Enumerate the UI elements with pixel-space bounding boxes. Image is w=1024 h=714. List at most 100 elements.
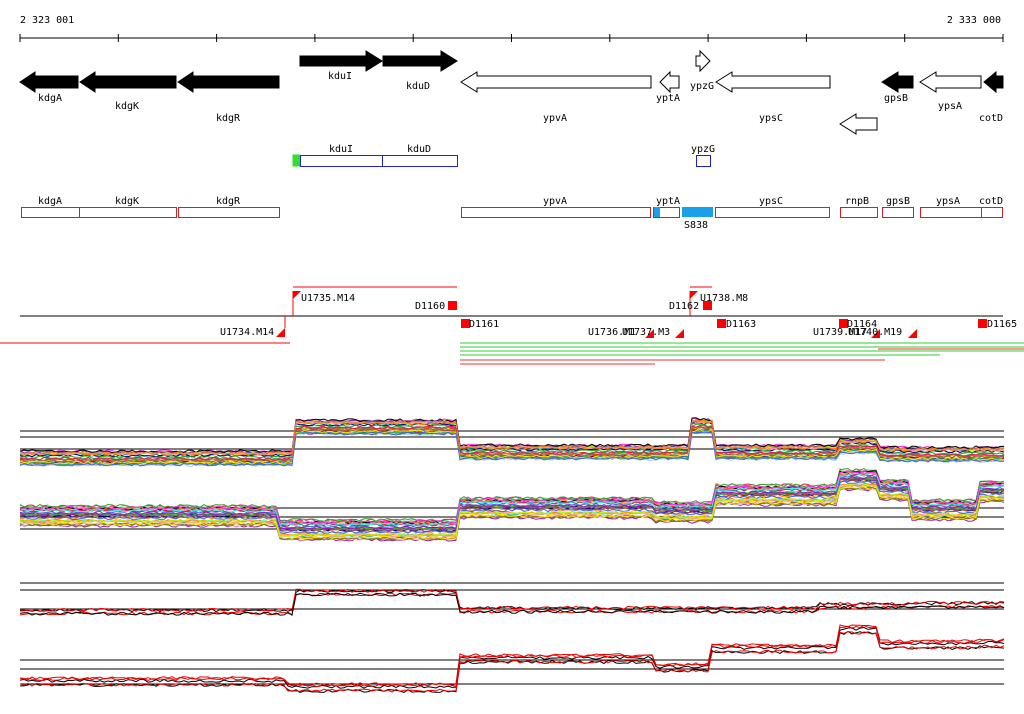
gene-kdgK[interactable]: kdgK: [79, 71, 177, 112]
operon-label: gpsB: [886, 196, 910, 207]
feature-U1739.M17[interactable]: U1739.M17: [813, 327, 880, 338]
operon-kdgK[interactable]: kdgK: [79, 196, 177, 218]
ruler-ticks: [19, 34, 1004, 42]
gene-unlabeled[interactable]: [839, 113, 878, 135]
gene-kduD[interactable]: kduD: [382, 50, 458, 92]
gene-ypsC[interactable]: ypsC: [715, 71, 831, 124]
profile-line: [19, 475, 1005, 530]
profile-line: [19, 472, 1005, 527]
feature-U1740.M19[interactable]: U1740.M19: [848, 327, 917, 338]
feature-label: U1736.M1: [588, 327, 636, 338]
gene-label: kdgR: [216, 113, 241, 124]
profile-line: [19, 431, 1005, 467]
gene-gpsB[interactable]: gpsB: [881, 71, 914, 104]
profile-line: [19, 588, 1005, 612]
gene-label: ypsC: [759, 113, 783, 124]
operon-gpsB[interactable]: gpsB: [882, 196, 914, 218]
gene-kdgR[interactable]: kdgR: [177, 71, 280, 124]
feature-label: D1162: [669, 301, 699, 312]
red-operon-track: kdgA kdgK kdgR ypvA yptA ypsC rnpB gpsB …: [21, 196, 1003, 231]
transcript-track: U1735.M14 U1738.M8 U1734.M14 U1736.M1 U1…: [0, 286, 1024, 365]
blue-operon-track: kduI kduD ypzG: [292, 144, 715, 167]
feature-D1160[interactable]: D1160: [415, 301, 457, 312]
gene-label: ypvA: [543, 113, 567, 124]
tiling-probe-lines: [460, 342, 1024, 365]
operon-label: ypvA: [543, 196, 567, 207]
operon-ypzG[interactable]: ypzG: [691, 144, 715, 167]
profile-line: [19, 470, 1005, 524]
gene-ypsA[interactable]: ypsA: [919, 71, 982, 112]
feature-label: D1163: [726, 319, 756, 330]
operon-rnpB[interactable]: rnpB: [840, 196, 878, 218]
feature-D1162[interactable]: D1162: [669, 301, 712, 312]
feature-D1164[interactable]: D1164: [839, 319, 877, 330]
feature-label: S838: [684, 220, 708, 231]
feature-label: U1739.M17: [813, 327, 867, 338]
gene-track: kdgA kdgK kdgR kduI kduD ypvA yptA ypzG: [19, 49, 1004, 135]
operon-label: ypzG: [691, 144, 715, 155]
gene-label: kduD: [406, 81, 430, 92]
operon-kdgA[interactable]: kdgA: [21, 196, 80, 218]
profile-line: [20, 480, 1005, 534]
operon-label: kduD: [407, 144, 431, 155]
operon-label: kdgK: [115, 196, 139, 207]
operon-kduD[interactable]: kduD: [382, 144, 458, 167]
gene-label: gpsB: [884, 93, 908, 104]
green-marker: [292, 154, 301, 167]
feature-U1738.M8[interactable]: U1738.M8: [689, 286, 748, 316]
feature-label: D1160: [415, 301, 445, 312]
feature-D1165[interactable]: D1165: [978, 319, 1017, 330]
gene-label: kdgA: [38, 93, 62, 104]
profile-line: [20, 630, 1005, 693]
operon-label: kdgR: [216, 196, 241, 207]
ruler-start-label: 2 323 001: [20, 15, 74, 26]
gene-label: yptA: [656, 93, 680, 104]
feature-U1736.M1[interactable]: U1736.M1: [588, 327, 654, 338]
feature-U1737.M3[interactable]: U1737.M3: [622, 327, 684, 338]
operon-label: ypsC: [759, 196, 783, 207]
s-feature-small: [654, 207, 660, 217]
operon-yptA[interactable]: yptA: [653, 196, 681, 218]
feature-D1161[interactable]: D1161: [461, 319, 499, 330]
operon-kdgR[interactable]: kdgR: [178, 196, 280, 218]
profile-line: [19, 417, 1005, 454]
feature-label: U1740.M19: [848, 327, 902, 338]
profile-line: [19, 592, 1005, 616]
operon-ypsC[interactable]: ypsC: [715, 196, 830, 218]
feature-D1163[interactable]: D1163: [717, 319, 756, 330]
operon-ypsA[interactable]: ypsA: [920, 196, 982, 218]
gene-ypvA[interactable]: ypvA: [460, 71, 652, 124]
profile-line: [19, 428, 1005, 465]
expression-profiles-summary: [19, 582, 1005, 693]
gene-kdgA[interactable]: kdgA: [19, 71, 79, 104]
gene-ypzG[interactable]: ypzG: [690, 49, 714, 92]
feature-label: D1161: [469, 319, 499, 330]
profile-line: [19, 626, 1005, 689]
gene-label: cotD: [979, 113, 1003, 124]
feature-U1734.M14[interactable]: U1734.M14: [220, 316, 286, 338]
feature-label: D1164: [847, 319, 877, 330]
feature-label: U1737.M3: [622, 327, 670, 338]
profile-line: [19, 419, 1005, 456]
gene-cotD[interactable]: cotD: [979, 70, 1004, 124]
coordinate-ruler: 2 323 001 2 333 000: [19, 15, 1004, 42]
operon-cotD[interactable]: cotD: [979, 196, 1003, 218]
operon-kduI[interactable]: kduI: [300, 144, 383, 167]
gene-label: ypsA: [938, 101, 962, 112]
gene-label: kduI: [328, 71, 352, 82]
profile-line: [19, 468, 1005, 523]
gene-kduI[interactable]: kduI: [299, 50, 383, 82]
operon-ypvA[interactable]: ypvA: [461, 196, 651, 218]
operon-label: kdgA: [38, 196, 62, 207]
operon-label: kduI: [329, 144, 353, 155]
gene-yptA[interactable]: yptA: [656, 70, 680, 104]
expression-profiles-multi: [19, 417, 1005, 542]
profile-line: [20, 482, 1005, 537]
feature-label: U1738.M8: [700, 293, 748, 304]
operon-label: rnpB: [845, 196, 869, 207]
feature-label: U1734.M14: [220, 327, 274, 338]
feature-U1735.M14[interactable]: U1735.M14: [292, 286, 457, 316]
feature-S838[interactable]: S838: [682, 207, 713, 231]
operon-label: yptA: [656, 196, 680, 207]
